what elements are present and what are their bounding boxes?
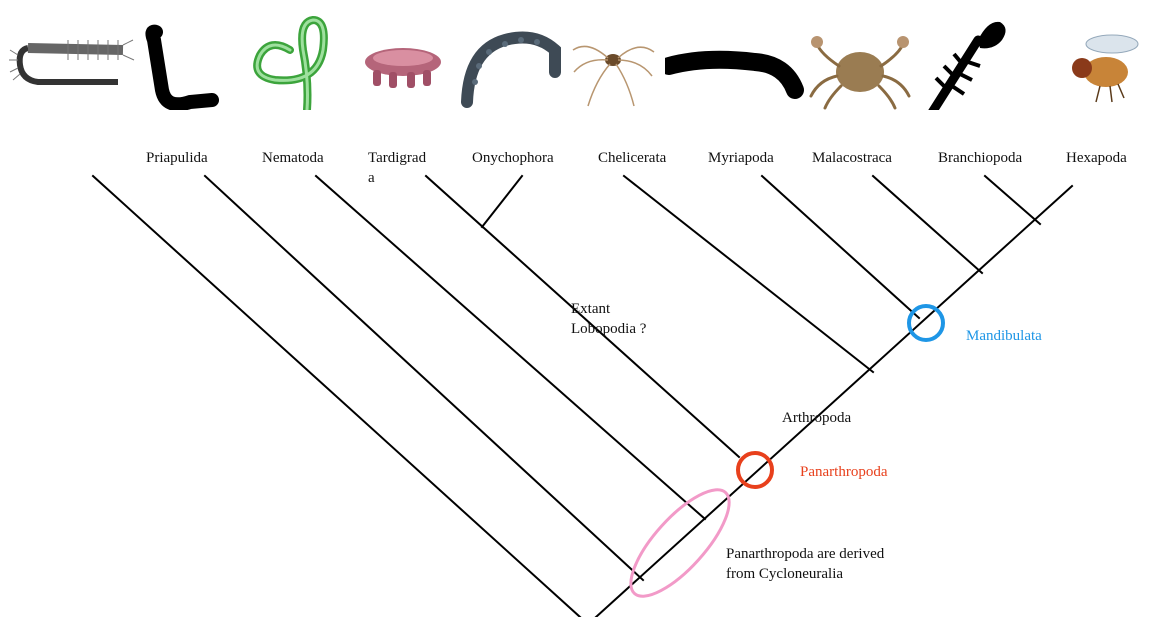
branch-priapulida (205, 176, 643, 580)
panarthropoda-derived-note: Panarthropoda are derived from Cycloneur… (726, 544, 966, 584)
branch-root-outgroup (93, 176, 580, 617)
branch-onychophora (482, 176, 522, 227)
taxon-label-chelicerata: Chelicerata (598, 148, 666, 168)
taxon-label-malacostraca: Malacostraca (812, 148, 892, 168)
extant-lobopodia-note: Extant Lobopodia ? (571, 299, 691, 339)
taxon-label-hexapoda: Hexapoda (1066, 148, 1127, 168)
taxon-label-tardigrada: Tardigrad a (368, 148, 426, 188)
taxon-label-priapulida: Priapulida (146, 148, 208, 168)
taxon-label-myriapoda: Myriapoda (708, 148, 774, 168)
branch-branchiopoda (985, 176, 1040, 224)
branch-nematoda (316, 176, 705, 519)
taxon-label-branchiopoda: Branchiopoda (938, 148, 1022, 168)
taxon-label-onychophora: Onychophora (472, 148, 554, 168)
mandibulata-node-circle (909, 306, 943, 340)
clade-label-panarthropoda: Panarthropoda (800, 462, 887, 482)
taxon-label-nematoda: Nematoda (262, 148, 324, 168)
branch-malacostraca (873, 176, 982, 273)
clade-label-arthropoda: Arthropoda (782, 408, 851, 428)
clade-label-mandibulata: Mandibulata (966, 326, 1042, 346)
panarthropoda-node-circle (738, 453, 772, 487)
branch-chelicerata (624, 176, 873, 372)
